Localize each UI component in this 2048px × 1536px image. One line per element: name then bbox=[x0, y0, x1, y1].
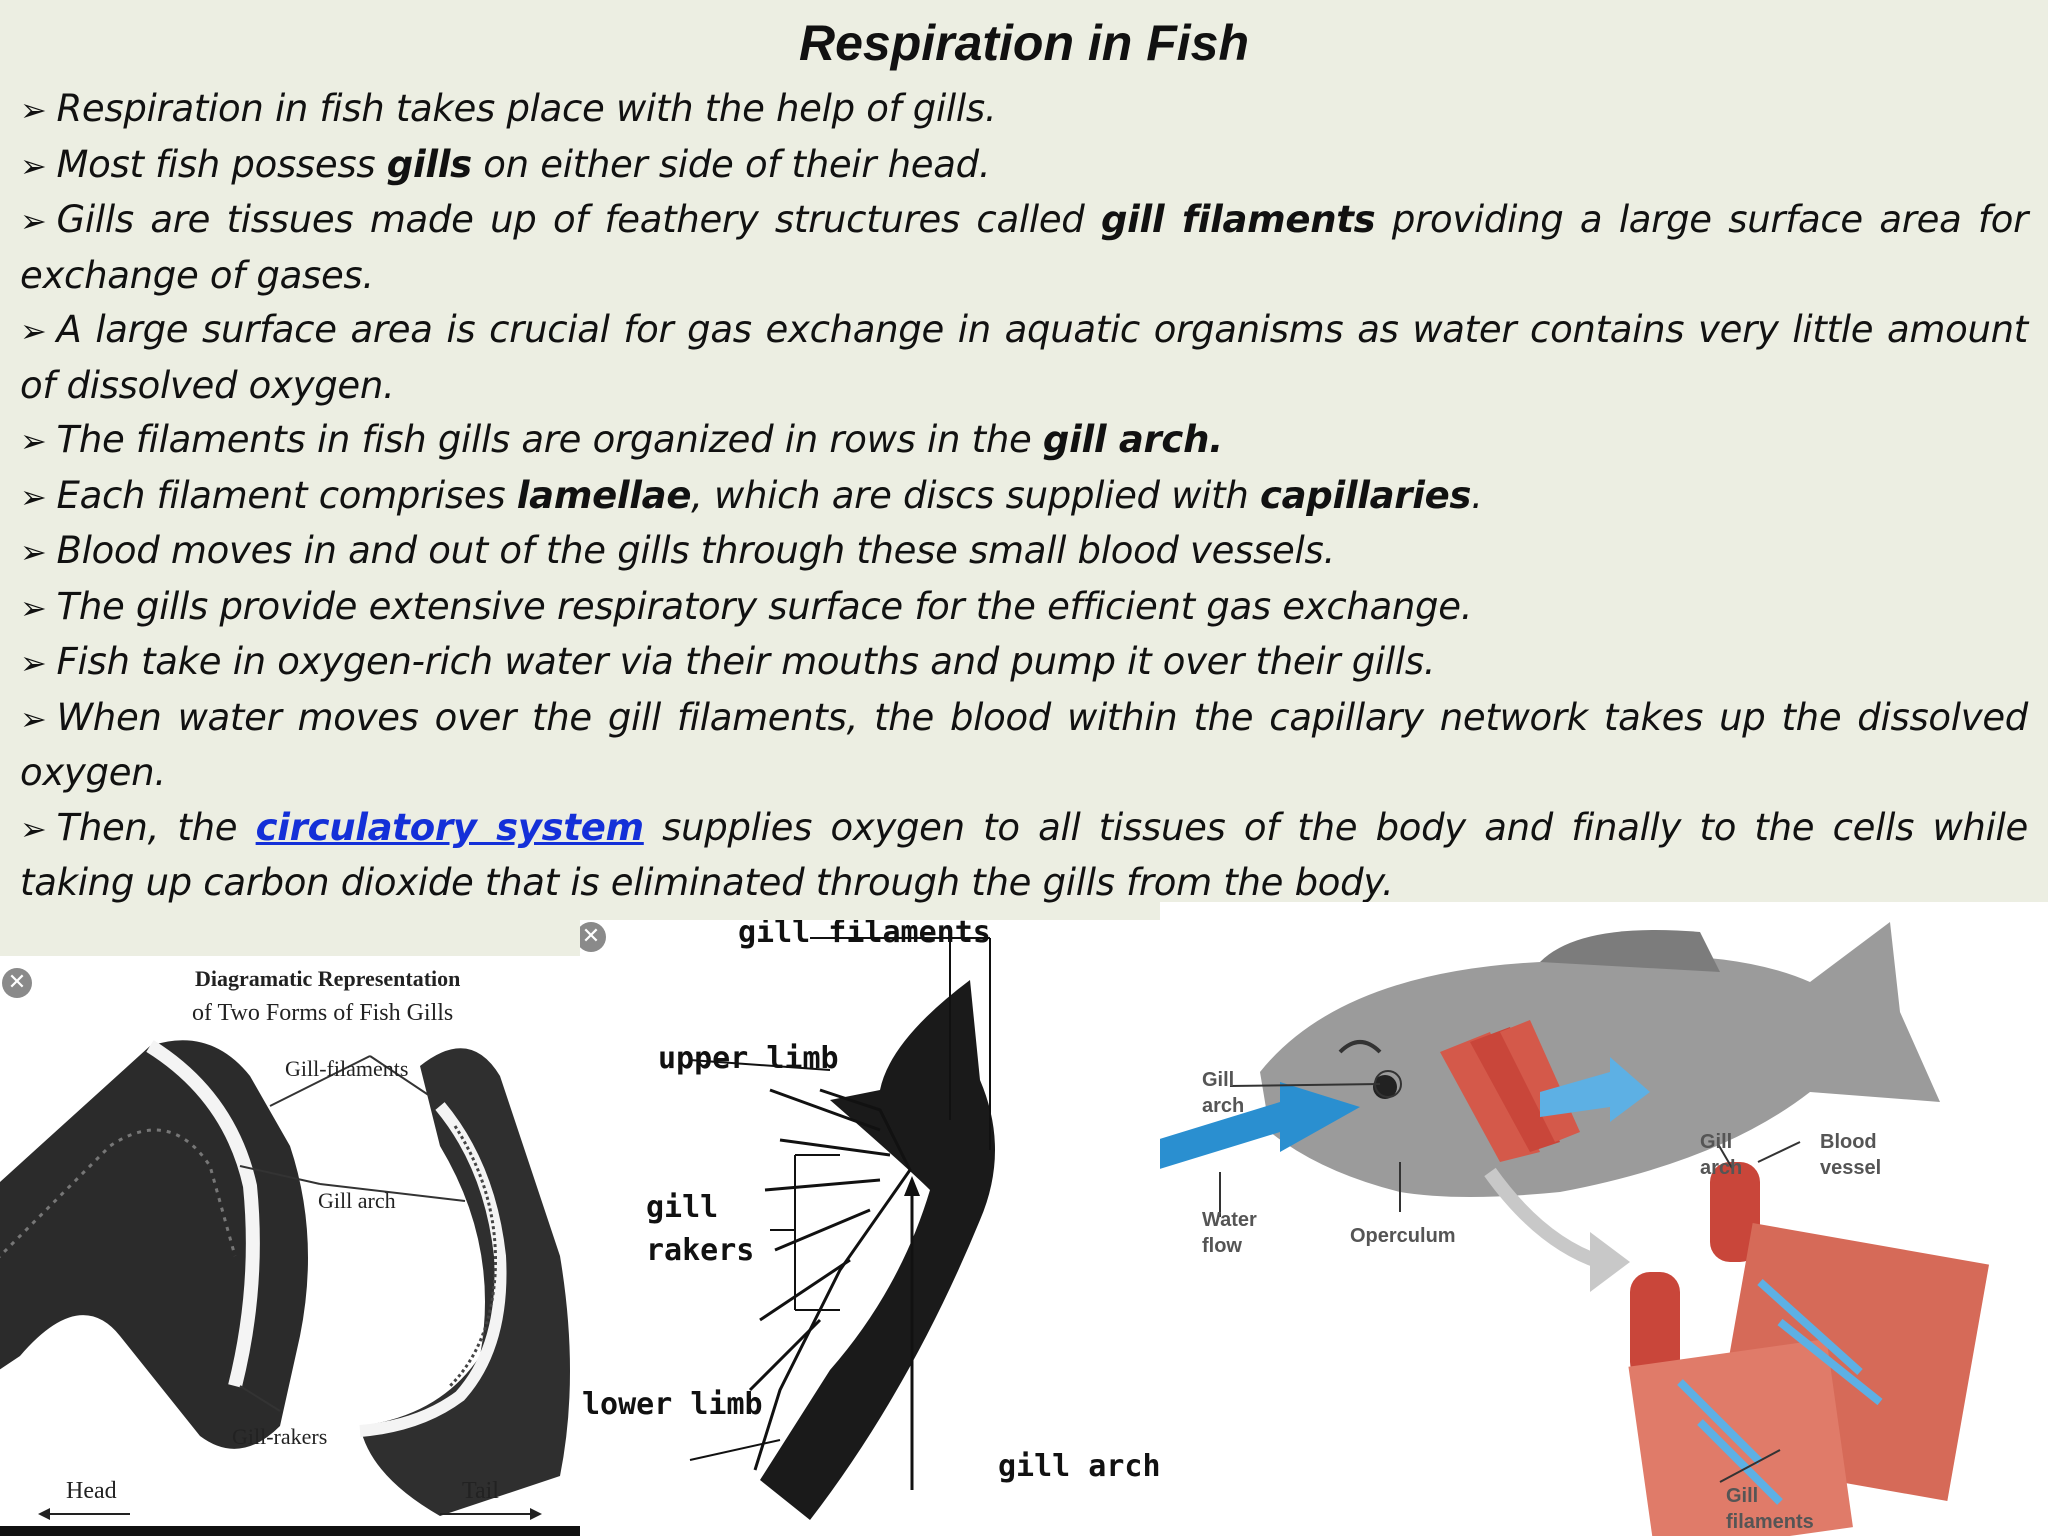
bullet-text: Fish take in oxygen-rich water via their… bbox=[56, 640, 1436, 683]
arrow-bullet-icon: ➢ bbox=[20, 146, 47, 185]
bullet-3: ➢Gills are tissues made up of feathery s… bbox=[20, 193, 2028, 303]
bullet-text: . bbox=[1471, 473, 1483, 517]
bullet-8: ➢The gills provide extensive respiratory… bbox=[20, 580, 2028, 636]
label-lower-limb: lower limb bbox=[582, 1387, 763, 1422]
slide-title: Respiration in Fish bbox=[798, 15, 1250, 71]
bullet-text: Most fish possess bbox=[56, 142, 387, 186]
bullet-1: ➢Respiration in fish takes place with th… bbox=[20, 82, 2028, 138]
circulatory-system-link[interactable]: circulatory system bbox=[255, 805, 644, 849]
label-gill-arch-line1: Gill bbox=[1202, 1069, 1234, 1091]
figure1-title-line1: Diagramatic Representation bbox=[195, 966, 460, 991]
bullet-text: The gills provide extensive respiratory … bbox=[56, 584, 1473, 628]
arrow-bullet-icon: ➢ bbox=[20, 202, 47, 240]
bullet-4: ➢A large surface area is crucial for gas… bbox=[20, 303, 2028, 413]
label-gill-arch-line2: arch bbox=[1202, 1095, 1244, 1117]
arrow-bullet-icon: ➢ bbox=[20, 809, 47, 848]
label-water-flow-line2: flow bbox=[1202, 1235, 1242, 1257]
bold-term: capillaries bbox=[1259, 473, 1472, 517]
bullet-text: Gills are tissues made up of feathery st… bbox=[56, 198, 1101, 241]
bullet-9: ➢Fish take in oxygen-rich water via thei… bbox=[20, 635, 2028, 691]
fish-gill-illustration: Gill arch Water flow Operculum Gill arch… bbox=[1160, 922, 1990, 1536]
bullet-11: ➢Then, the circulatory system supplies o… bbox=[20, 801, 2028, 911]
arrow-bullet-icon: ➢ bbox=[20, 477, 47, 516]
bold-term: gills bbox=[386, 142, 472, 186]
bold-term: gill arch. bbox=[1042, 418, 1223, 461]
figure-two-forms-of-gills: Diagramatic Representation of Two Forms … bbox=[0, 956, 580, 1536]
arrow-bullet-icon: ➢ bbox=[20, 422, 47, 460]
close-icon[interactable]: ✕ bbox=[580, 922, 606, 952]
arrow-bullet-icon: ➢ bbox=[20, 533, 47, 571]
bullet-text: A large surface area is crucial for gas … bbox=[20, 308, 2028, 407]
figure-fish-gills-illustration: Gill arch Water flow Operculum Gill arch… bbox=[1160, 902, 2048, 1536]
bullet-text: providing a large surface area for excha… bbox=[20, 198, 2029, 297]
arrow-bullet-icon: ➢ bbox=[20, 588, 47, 627]
arrow-bullet-icon: ➢ bbox=[20, 644, 47, 682]
label-gill-filaments-line1: Gill bbox=[1726, 1485, 1758, 1507]
label-gill-filaments-line2: filaments bbox=[1726, 1511, 1814, 1533]
bullet-text: Blood moves in and out of the gills thro… bbox=[56, 529, 1336, 572]
bullet-text: Then, the bbox=[56, 805, 256, 849]
label-gill-rakers-line2: rakers bbox=[646, 1233, 754, 1268]
bullet-7: ➢Blood moves in and out of the gills thr… bbox=[20, 524, 2028, 580]
bullet-text: on either side of their head. bbox=[471, 142, 991, 186]
arrow-bullet-icon: ➢ bbox=[20, 699, 47, 738]
label-gill-filaments: gill filaments bbox=[738, 920, 991, 950]
close-icon[interactable]: ✕ bbox=[2, 968, 32, 998]
bullet-text: Respiration in fish takes place with the… bbox=[56, 87, 997, 130]
bullet-6: ➢Each filament comprises lamellae, which… bbox=[20, 469, 2028, 525]
label-gill-arch: Gill arch bbox=[318, 1188, 396, 1213]
label-upper-limb: upper limb bbox=[658, 1041, 839, 1076]
arrow-bullet-icon: ➢ bbox=[20, 312, 47, 350]
label-gill-arch2-line1: Gill bbox=[1700, 1131, 1732, 1153]
label-gill-filaments: Gill-filaments bbox=[285, 1056, 408, 1081]
bullet-list: ➢Respiration in fish takes place with th… bbox=[20, 82, 2028, 911]
label-head: Head bbox=[66, 1478, 117, 1504]
label-gill-arch: gill arch bbox=[998, 1449, 1160, 1484]
bullet-text: , which are discs supplied with bbox=[691, 473, 1260, 517]
gill-forms-diagram: Diagramatic Representation of Two Forms … bbox=[0, 966, 580, 1536]
bullet-10: ➢When water moves over the gill filament… bbox=[20, 691, 2028, 801]
label-tail: Tail bbox=[462, 1478, 499, 1504]
label-water-flow-line1: Water bbox=[1202, 1209, 1257, 1231]
label-blood-vessel-line2: vessel bbox=[1820, 1157, 1881, 1179]
label-gill-rakers-line1: gill bbox=[646, 1190, 718, 1225]
bullet-text: When water moves over the gill filaments… bbox=[20, 695, 2028, 795]
bold-term: gill filaments bbox=[1100, 198, 1376, 241]
bullet-text: Each filament comprises bbox=[56, 473, 517, 517]
bold-term: lamellae bbox=[516, 473, 692, 517]
label-blood-vessel-line1: Blood bbox=[1820, 1131, 1877, 1153]
figure-gill-arch-diagram: gill filaments upper limb gill rakers lo… bbox=[580, 920, 1160, 1536]
label-operculum: Operculum bbox=[1350, 1225, 1456, 1247]
bullet-5: ➢The filaments in fish gills are organiz… bbox=[20, 413, 2028, 469]
bullet-2: ➢Most fish possess gills on either side … bbox=[20, 138, 2028, 194]
arrow-bullet-icon: ➢ bbox=[20, 91, 47, 129]
bullet-text: supplies oxygen to all tissues of the bo… bbox=[20, 805, 2028, 905]
bullet-text: The filaments in fish gills are organize… bbox=[56, 418, 1043, 461]
label-gill-rakers: Gill-rakers bbox=[232, 1424, 327, 1449]
figure1-title-line2: of Two Forms of Fish Gills bbox=[192, 1000, 453, 1026]
gill-arch-diagram: gill filaments upper limb gill rakers lo… bbox=[582, 920, 1160, 1520]
label-gill-arch2-line2: arch bbox=[1700, 1157, 1742, 1179]
